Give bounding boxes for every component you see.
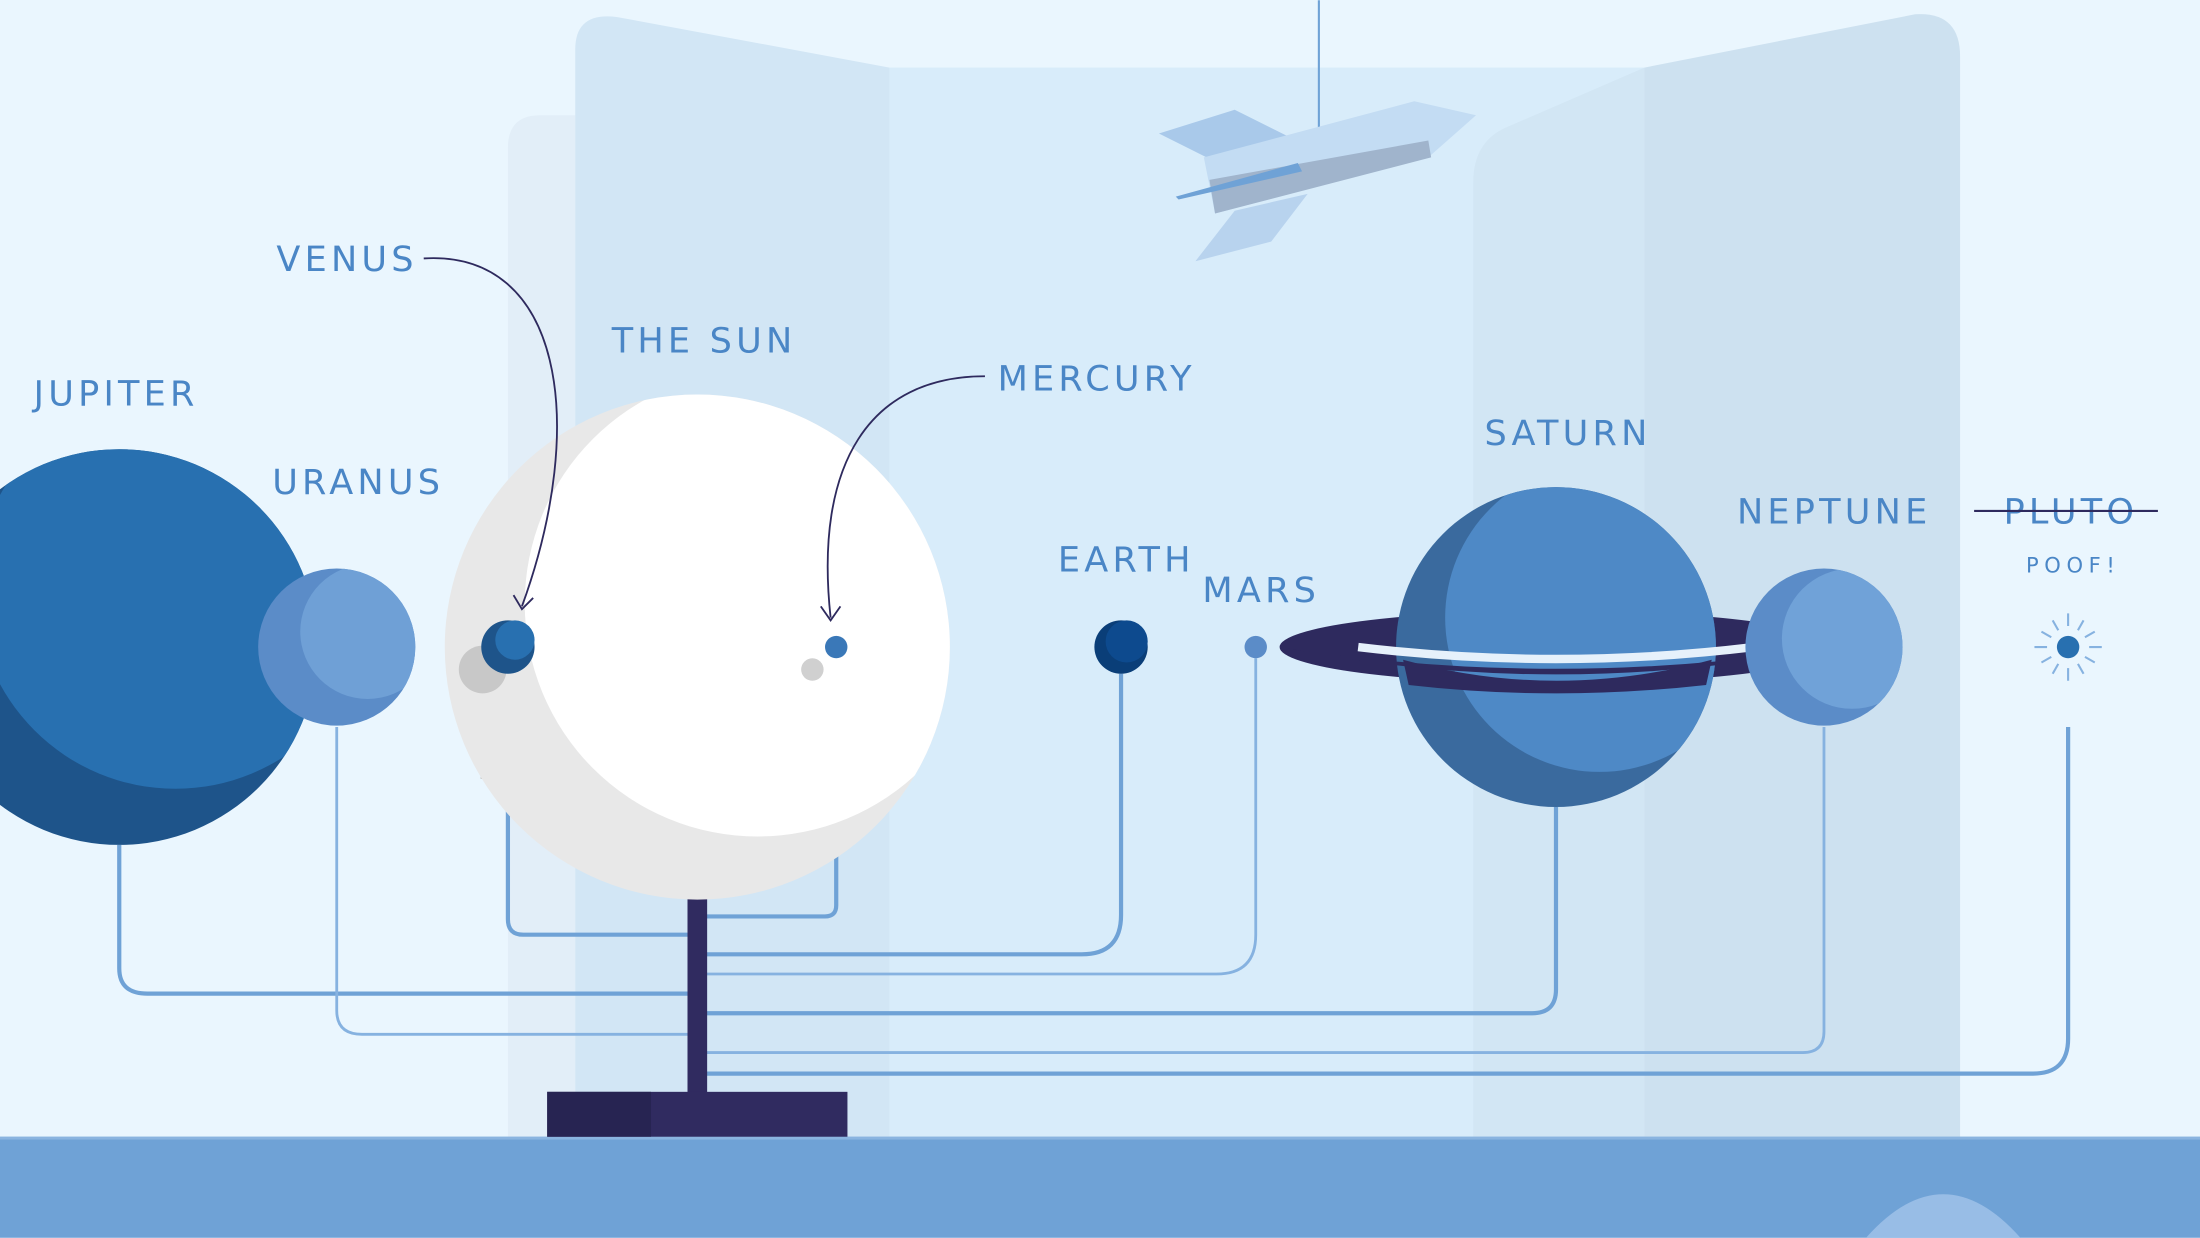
neptune-planet	[1745, 568, 1903, 726]
ground	[0, 1136, 2200, 1238]
neptune-label: NEPTUNE	[1737, 492, 1931, 533]
venus-planet	[458, 620, 535, 694]
pluto-label: PLUTO	[2004, 492, 2139, 533]
saturn-planet	[1279, 487, 1833, 808]
pointer-arrows	[423, 257, 985, 622]
earth-planet	[1094, 620, 1148, 674]
model-stand	[547, 898, 848, 1137]
mars-planet	[1244, 635, 1267, 659]
jupiter-label: JUPITER	[32, 374, 199, 415]
sun	[444, 394, 950, 900]
sun-label: THE SUN	[611, 320, 797, 361]
earth-label: EARTH	[1058, 539, 1195, 580]
venus-label: VENUS	[276, 239, 417, 280]
pluto-poof-icon	[2034, 613, 2102, 681]
saturn-label: SATURN	[1484, 413, 1651, 454]
pluto-note: POOF!	[2026, 553, 2120, 578]
uranus-label: URANUS	[272, 462, 444, 503]
rocket-icon	[1158, 0, 1477, 262]
mars-label: MARS	[1202, 570, 1320, 611]
mercury-planet	[801, 635, 848, 681]
mercury-label: MERCURY	[998, 358, 1196, 399]
